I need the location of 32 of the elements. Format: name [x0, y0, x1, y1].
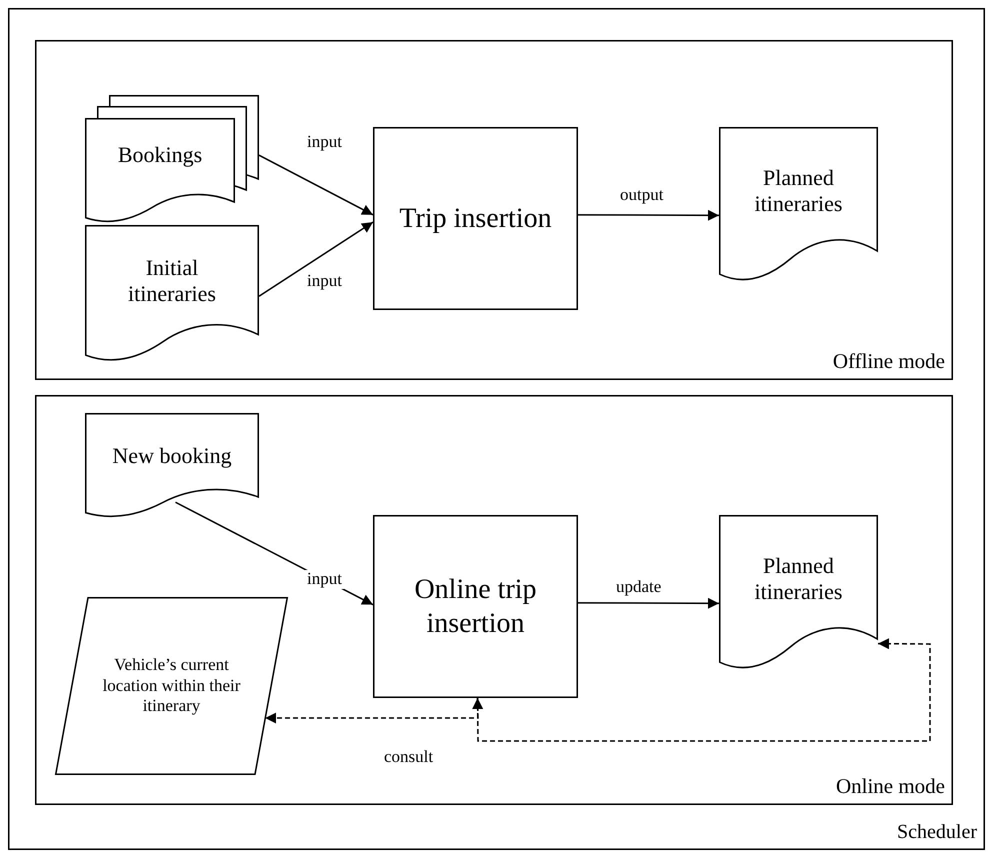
- frame-label: Scheduler: [897, 821, 977, 844]
- node-label: Bookings: [116, 141, 204, 170]
- node-label: Planned itineraries: [754, 164, 844, 218]
- mode-panel: [35, 40, 953, 380]
- arrow: [578, 598, 719, 609]
- mode-label: Online mode: [836, 774, 945, 799]
- node-label: Online trip insertion: [413, 572, 538, 640]
- edge-label: input: [305, 272, 344, 291]
- node-label: Trip insertion: [398, 202, 553, 236]
- document-shape: [85, 413, 259, 518]
- process-box: [373, 515, 578, 698]
- arrow: [578, 210, 719, 221]
- node-label: Initial itineraries: [127, 254, 217, 308]
- process-box: [373, 127, 578, 310]
- document-stack: [85, 95, 259, 223]
- edge-label: update: [614, 578, 664, 597]
- data-parallelogram: [55, 597, 288, 775]
- node-label: Planned itineraries: [754, 552, 844, 606]
- node-label: New booking: [112, 442, 232, 470]
- scheduler-frame: [8, 8, 985, 850]
- dashed-arrow: [472, 638, 931, 742]
- dashed-arrow: [265, 698, 479, 724]
- arrow: [258, 154, 374, 216]
- document-shape: [719, 515, 878, 670]
- mode-label: Offline mode: [832, 349, 945, 374]
- document-shape: [85, 225, 259, 362]
- edge-label: input: [305, 570, 344, 589]
- document-shape: [719, 127, 878, 282]
- edge-label: input: [305, 133, 344, 152]
- arrow: [258, 222, 374, 297]
- node-label: Vehicle’s current location within their itinerary: [102, 654, 242, 718]
- mode-panel: [35, 395, 953, 805]
